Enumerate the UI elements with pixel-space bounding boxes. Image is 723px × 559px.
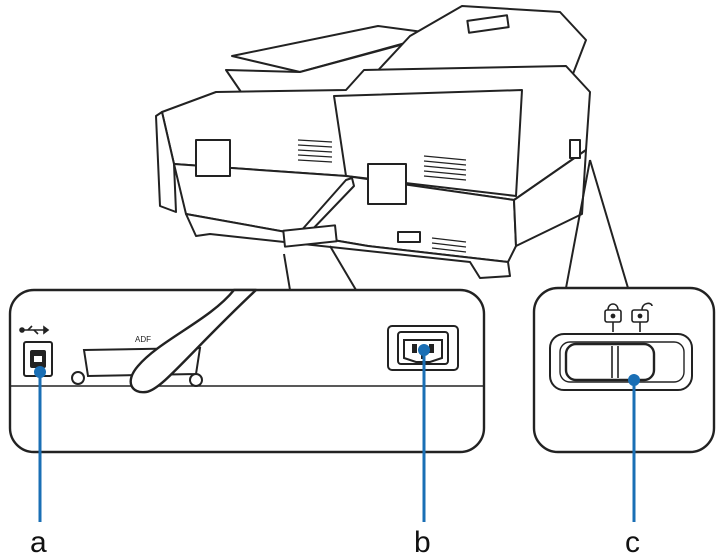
rear-vent-left bbox=[297, 139, 333, 163]
rear-vent-bottom bbox=[431, 237, 467, 253]
rear-power-inlet-small bbox=[397, 231, 421, 243]
zoom-lines bbox=[283, 159, 629, 291]
rear-left-panel bbox=[155, 111, 177, 213]
callout-label-b: b bbox=[414, 526, 431, 559]
right-side-panel bbox=[513, 149, 587, 247]
adf-port-label: ADF bbox=[135, 335, 151, 344]
callout-label-a: a bbox=[30, 526, 47, 559]
callout-pointer-c bbox=[628, 374, 640, 522]
rear-ports-detail-panel: ADF bbox=[8, 288, 486, 454]
lock-switch-detail-panel bbox=[532, 286, 716, 454]
rear-tab-right bbox=[367, 163, 407, 205]
callout-pointer-b bbox=[418, 344, 430, 522]
adf-cable-detail bbox=[129, 288, 258, 394]
callout-pointers bbox=[34, 344, 640, 522]
scanner-illustration bbox=[155, 5, 591, 279]
lock-switch-knob bbox=[564, 342, 656, 382]
usb-icon bbox=[19, 325, 50, 335]
rear-vent-right bbox=[423, 155, 467, 181]
callout-pointer-a bbox=[34, 366, 46, 522]
side-lock-slot bbox=[569, 139, 581, 159]
unlock-icon bbox=[631, 302, 653, 332]
lock-icon bbox=[604, 303, 622, 332]
adf-cover-slot bbox=[466, 14, 510, 34]
adf-cable-connector bbox=[282, 224, 338, 248]
callout-label-c: c bbox=[625, 526, 640, 559]
rear-tab-left bbox=[195, 139, 231, 177]
